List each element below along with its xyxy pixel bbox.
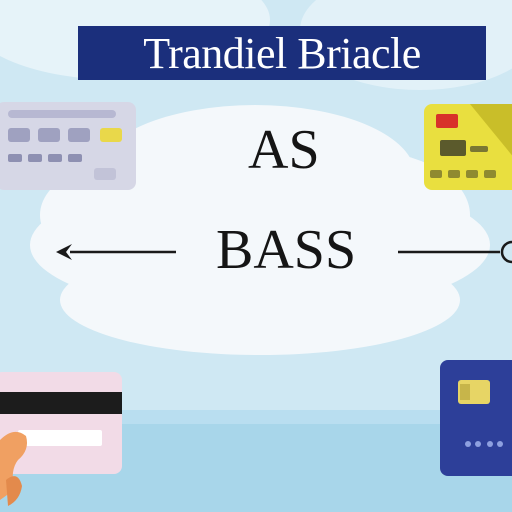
title-banner: Trandiel Briacle [78, 26, 486, 80]
credit-card-yellow-icon [424, 104, 512, 190]
credit-card-gray-icon [0, 102, 136, 190]
credit-card-blue-icon [440, 360, 512, 476]
horizon [0, 410, 512, 424]
credit-card-pink-icon [0, 372, 122, 474]
word-bass: BASS [216, 219, 357, 281]
page-title: Trandiel Briacle [143, 28, 421, 78]
hand-icon [0, 431, 27, 506]
arrow-right-icon [398, 240, 512, 264]
arrow-left-icon [56, 244, 176, 260]
word-as: AS [248, 119, 320, 181]
cloud-icon [30, 105, 490, 355]
